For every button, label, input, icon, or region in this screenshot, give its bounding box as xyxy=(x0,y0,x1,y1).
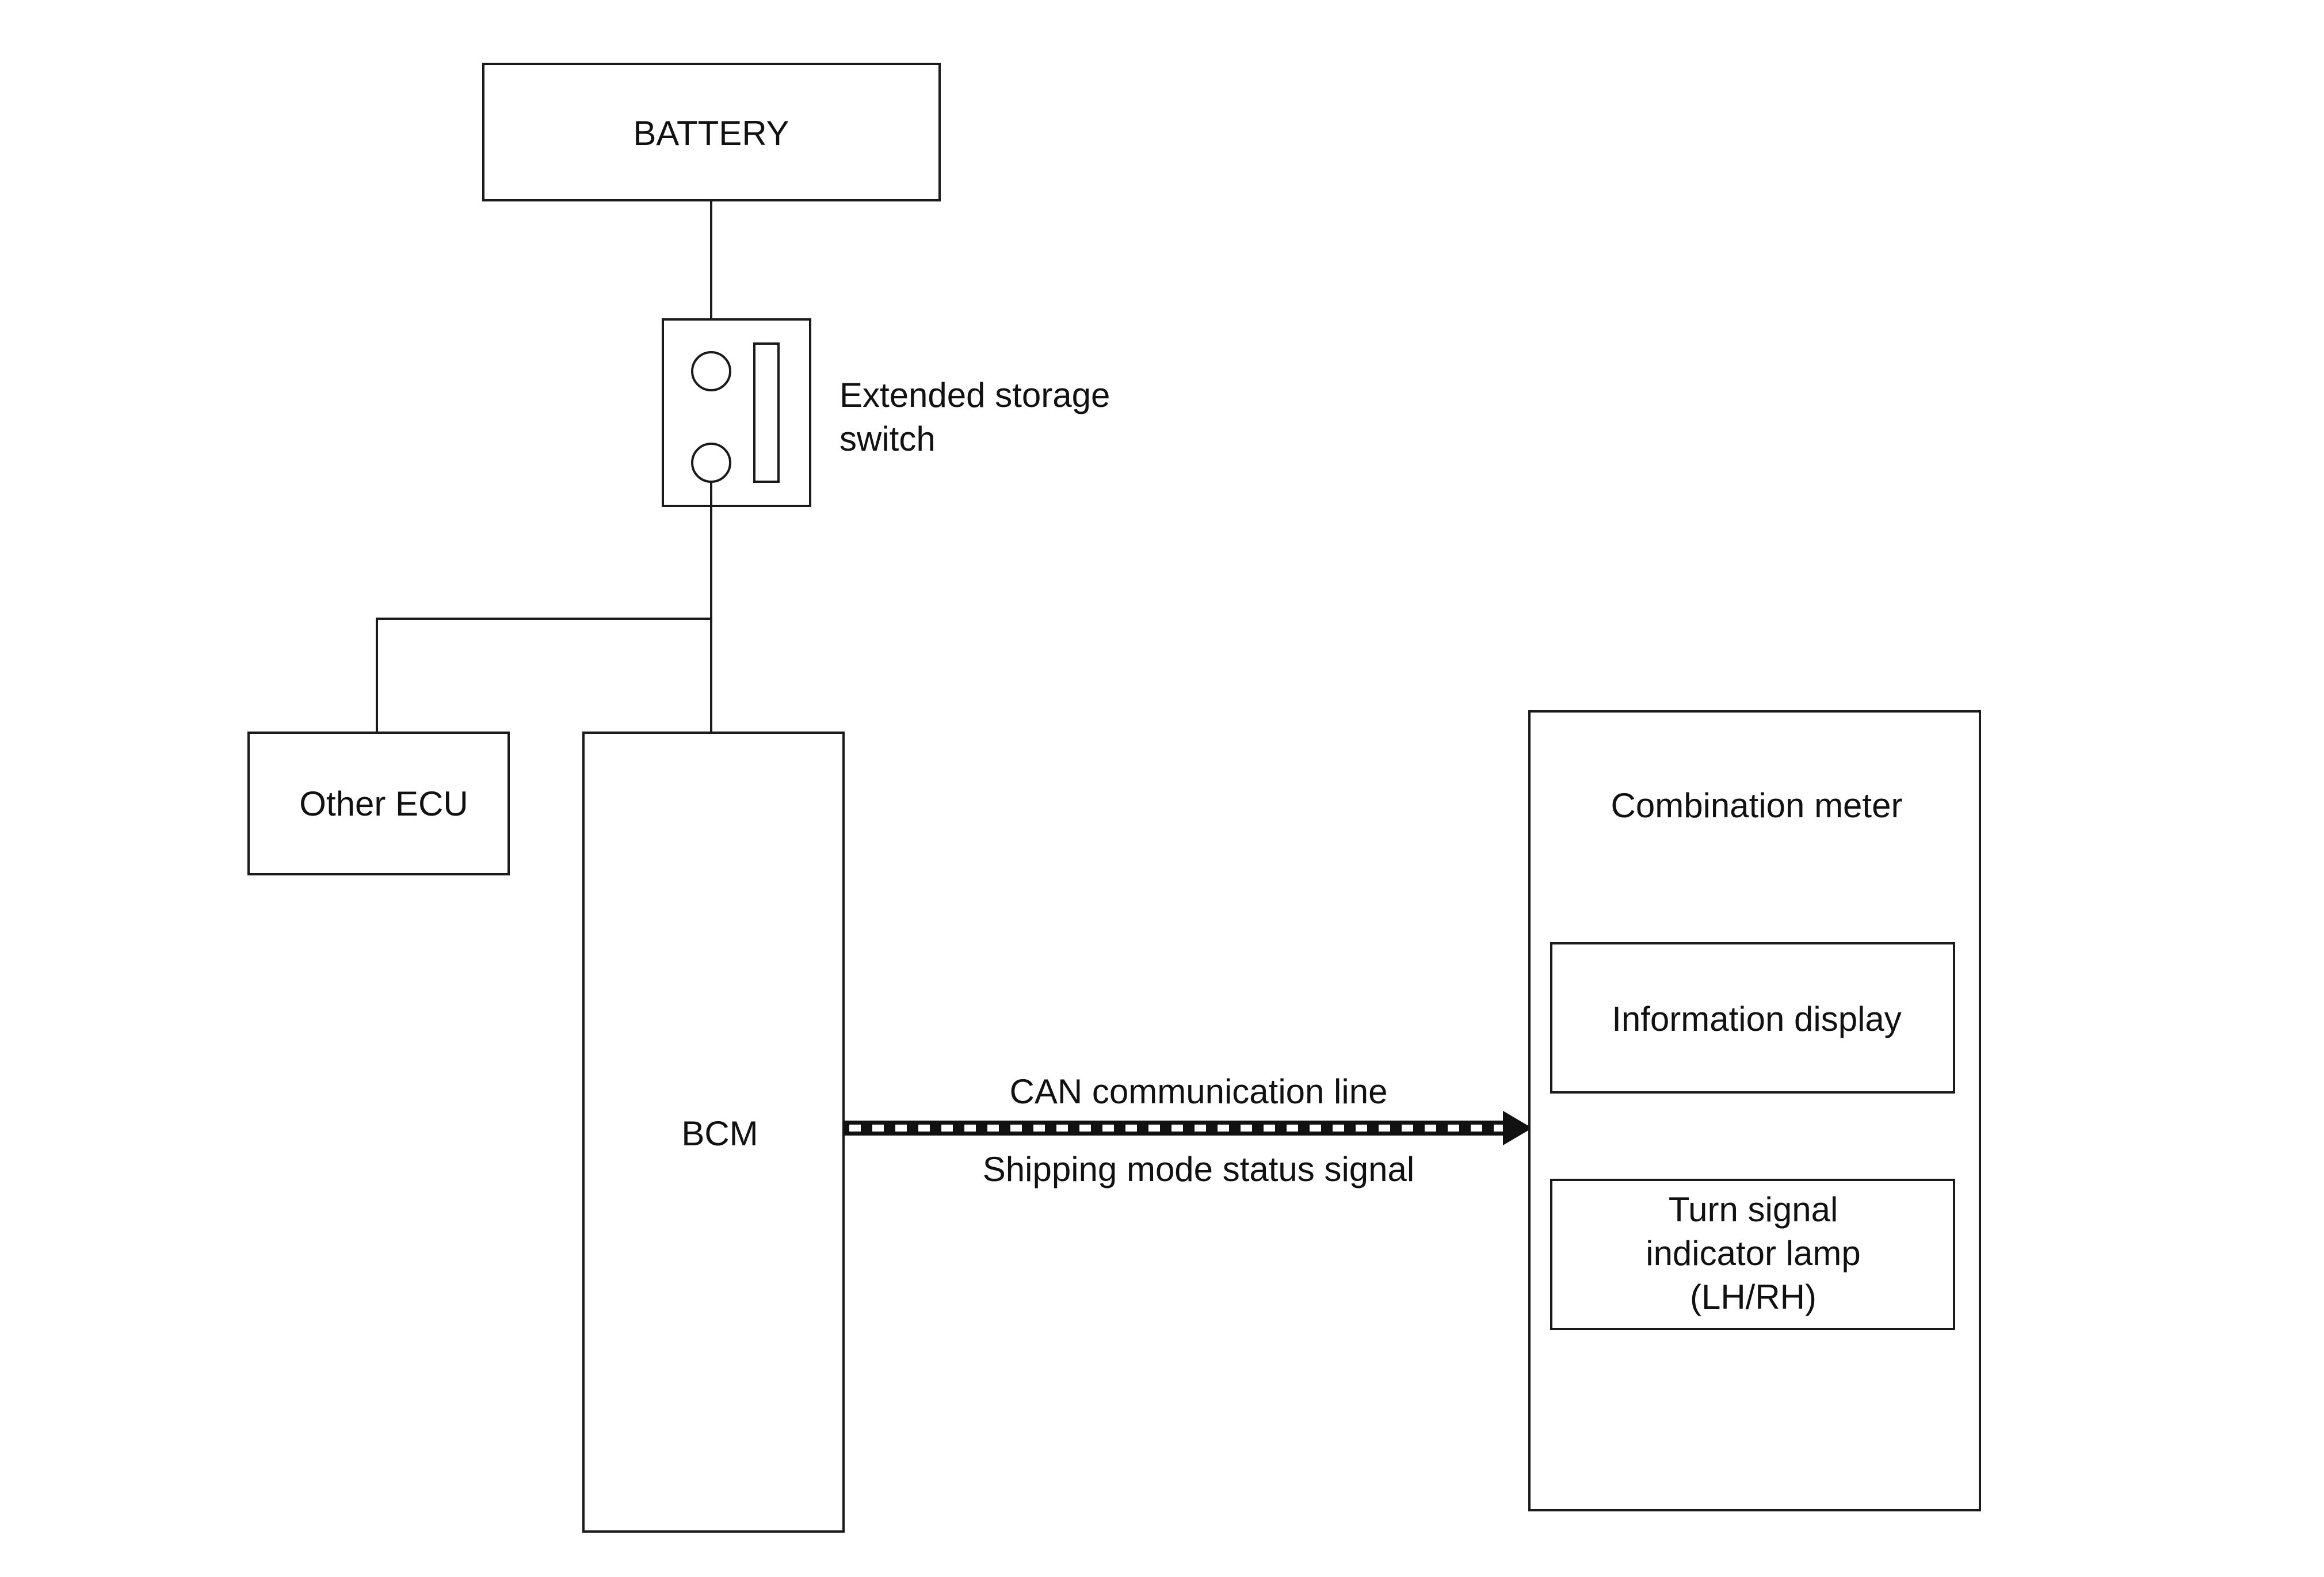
switch-contact-top xyxy=(691,351,731,391)
information-display-box xyxy=(1550,942,1955,1094)
combination-meter-node: Combination meter Information display Tu… xyxy=(1528,710,1981,1511)
battery-label: BATTERY xyxy=(633,114,789,153)
turn-signal-indicator-node: Turn signal indicator lamp (LH/RH) xyxy=(1550,1179,1955,1330)
other-ecu-box xyxy=(247,732,510,875)
switch-label-line2: switch xyxy=(839,420,936,458)
turn-signal-indicator-box xyxy=(1550,1179,1955,1330)
bcm-box xyxy=(582,732,845,1533)
combination-meter-label: Combination meter xyxy=(1611,786,1903,825)
other-ecu-label: Other ECU xyxy=(299,784,468,823)
wire-branch-other-ecu xyxy=(376,618,711,733)
turn-signal-label-line1: Turn signal xyxy=(1669,1190,1838,1229)
can-line-arrowhead xyxy=(1503,1111,1532,1145)
extended-storage-switch: Extended storage switch xyxy=(662,318,1110,507)
shipping-mode-signal-label: Shipping mode status signal xyxy=(983,1150,1414,1189)
can-line-label: CAN communication line xyxy=(1010,1072,1388,1111)
switch-label-line1: Extended storage xyxy=(839,376,1110,414)
information-display-node: Information display xyxy=(1550,942,1955,1094)
other-ecu-node: Other ECU xyxy=(247,732,510,875)
can-communication-line: CAN communication line Shipping mode sta… xyxy=(844,1072,1532,1189)
turn-signal-label-line2: indicator lamp xyxy=(1646,1234,1861,1273)
combination-meter-box xyxy=(1528,710,1981,1511)
switch-lever xyxy=(753,342,780,483)
battery-node: BATTERY xyxy=(482,63,941,201)
turn-signal-label-line3: (LH/RH) xyxy=(1690,1278,1817,1316)
switch-box xyxy=(662,318,811,507)
bcm-label: BCM xyxy=(681,1114,758,1153)
bcm-node: BCM xyxy=(582,732,845,1533)
battery-box xyxy=(482,63,941,201)
switch-contact-bottom xyxy=(691,443,731,483)
information-display-label: Information display xyxy=(1612,1000,1902,1038)
